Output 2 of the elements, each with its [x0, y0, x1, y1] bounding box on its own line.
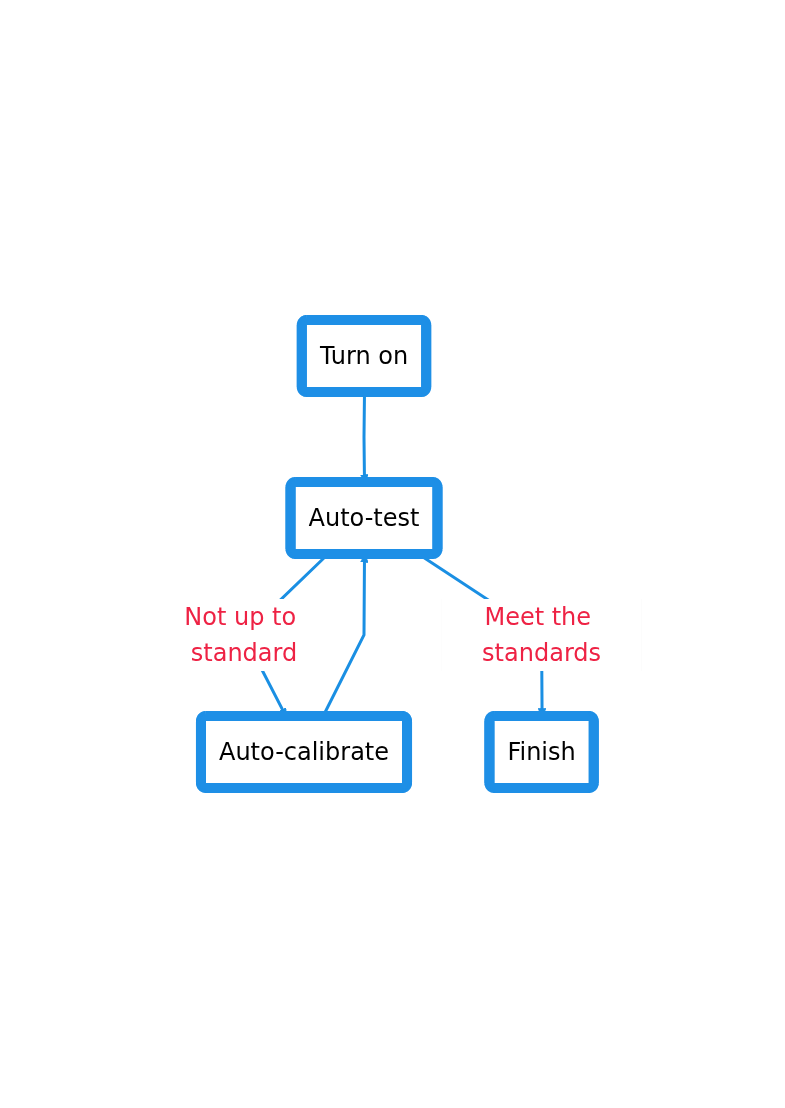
edge-label: Meet the standards — [481, 602, 601, 667]
edge-label: Not up to standard — [183, 602, 297, 667]
